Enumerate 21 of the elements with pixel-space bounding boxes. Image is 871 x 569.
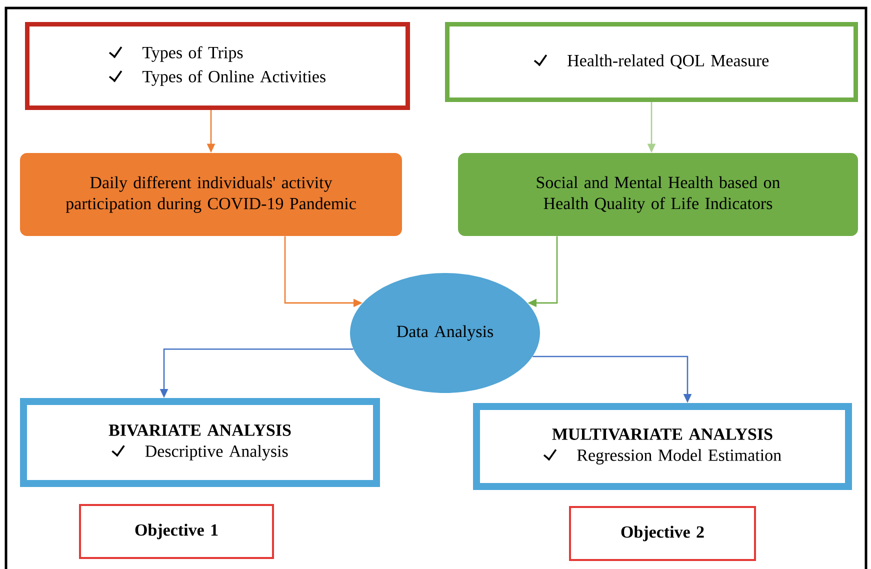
analysis-box [20, 398, 380, 487]
list-item: Types of Online Activities [142, 70, 326, 86]
list-item: Health-related QOL Measure [568, 54, 769, 69]
label: Social and Mental Health based on Health Quality of Life Indicators [536, 176, 780, 213]
process-box [458, 153, 858, 236]
analysis-box [473, 403, 852, 490]
analysis-ellipse [350, 273, 540, 393]
label: Objective 1 [135, 524, 218, 540]
objective-box [569, 506, 756, 561]
label: Objective 2 [621, 526, 704, 542]
heading: MULTIVARIATE ANALYSIS [552, 428, 772, 440]
list-item: Regression Model Estimation [577, 449, 782, 464]
input-box [445, 22, 858, 102]
process-box [20, 153, 402, 236]
list-item: Types of Trips [142, 46, 243, 62]
input-box [25, 22, 410, 110]
label: Daily different individuals' activity participation during COVID-19 Pandemic [66, 176, 356, 213]
list-item: Descriptive Analysis [145, 445, 288, 460]
objective-box [79, 504, 274, 559]
label: Data Analysis [396, 325, 494, 341]
heading: BIVARIATE ANALYSIS [108, 424, 291, 436]
